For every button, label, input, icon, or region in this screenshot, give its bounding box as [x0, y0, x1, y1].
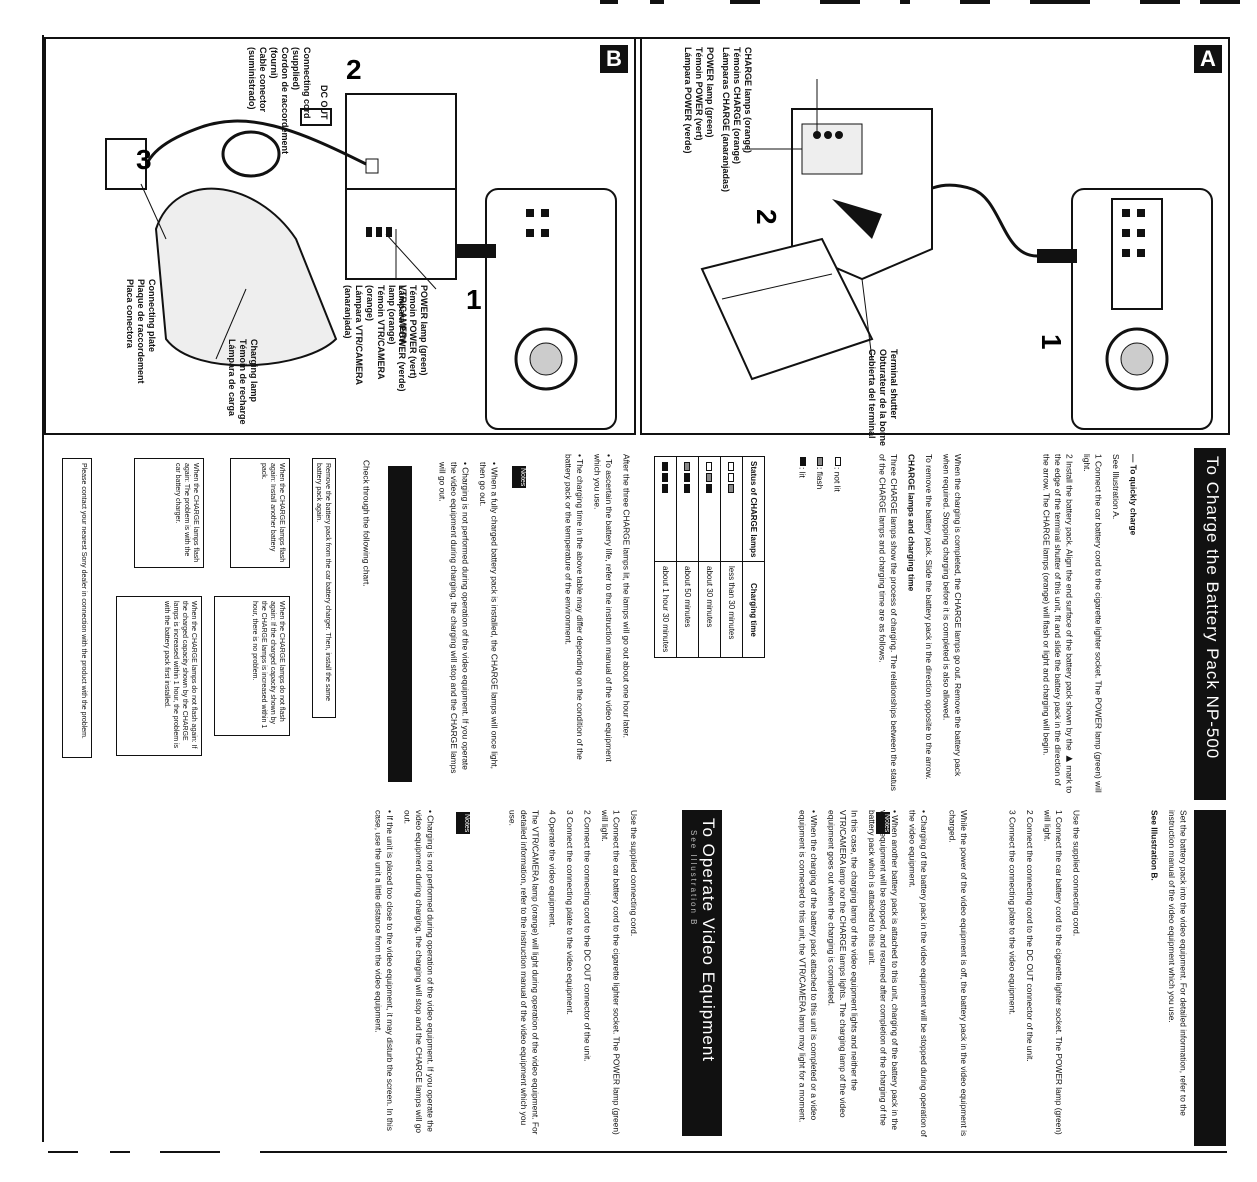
panel-b-label-power: POWER lamp (green)Témoin POWER (vert)Lám… — [397, 285, 429, 392]
charge-paragraphs: When the charging is completed, the CHAR… — [877, 454, 964, 791]
charge-notes: • When a fully charged battery pack is i… — [437, 462, 500, 774]
table-row: about 1 hour 30 minutes — [654, 455, 677, 658]
bottom-dash — [48, 1151, 78, 1153]
top-edge-marks — [560, 0, 1257, 6]
table-header-time: Charging time — [742, 561, 765, 658]
charge-step-2: 2 Install the battery pack. Align the en… — [1041, 454, 1075, 794]
table-row: less than 30 minutes — [720, 455, 743, 658]
notes-badge: Notes — [456, 812, 470, 834]
panel-b-label-dcout: DC OUT — [319, 85, 329, 120]
illustration-b-drawing: 2 1 3 — [105, 54, 617, 430]
panel-b-step-1: 1 — [466, 284, 482, 315]
flow-box-flash: When the CHARGE lamps flash again: Insta… — [230, 458, 290, 568]
panel-b-label-cord: Connecting cord(supplied)Cordon de racco… — [247, 47, 312, 155]
redacted-heading — [1194, 810, 1226, 1146]
table-legend: : not lit : flash : lit — [790, 456, 843, 776]
panel-a-labels-charge: CHARGE lamps (orange)Témoins CHARGE (ora… — [721, 47, 753, 193]
panel-a-step-1: 1 — [1036, 334, 1067, 350]
illustration-a-drawing: 2 1 — [700, 79, 1213, 430]
operate-para: The VTR/CAMERA lamp (orange) will light … — [507, 810, 541, 1135]
left-rule — [42, 35, 44, 1142]
redacted-heading — [388, 466, 412, 782]
panel-a-labels-left: POWER lamp (green)Témoin POWER (vert)Lám… — [683, 47, 715, 154]
panel-a-badge: A — [1194, 45, 1222, 73]
table-row: about 50 minutes — [676, 455, 699, 658]
install-para: While the power of the video equipment i… — [947, 810, 970, 1137]
install-notes: • Charging of the battery pack in the vi… — [797, 810, 930, 1137]
bottom-dash — [110, 1151, 130, 1153]
operate-steps: Use the supplied connecting cord. 1 Conn… — [547, 810, 640, 1135]
check-chart-text: Check through the following chart. — [361, 460, 372, 587]
operate-notes: • Charging is not performed during opera… — [373, 810, 436, 1134]
panel-b-step-2: 2 — [346, 54, 362, 85]
panel-b-step-3: 3 — [136, 144, 152, 175]
flow-box-top: Remove the battery pack from the car bat… — [312, 458, 336, 718]
charge-step-1: 1 Connect the car battery cord to the ci… — [1082, 454, 1104, 793]
illustration-b: B 2 1 3 Connecting cord(supplied)Cordon … — [44, 37, 636, 435]
install-intro: Set the battery pack into the video equi… — [1149, 810, 1189, 1116]
notes-badge: Notes — [512, 466, 526, 488]
charge-steps: — To quickly charge See Illustration A. … — [1041, 454, 1139, 794]
table-header-status: Status of CHARGE lamps — [742, 455, 765, 563]
operate-title: To Operate Video Equipment See Illustrat… — [682, 810, 722, 1136]
flow-box-battery: When the CHARGE lamps do not flash again… — [116, 596, 202, 756]
panel-b-badge: B — [600, 45, 628, 73]
charge-time-table: Status of CHARGE lamps Charging time les… — [654, 455, 765, 658]
bottom-dash — [160, 1151, 220, 1153]
charge-after-notes: After the three CHARGE lamps lit, the la… — [563, 454, 632, 762]
flow-box-charger: When the CHARGE lamps flash again: The p… — [134, 458, 204, 568]
panel-a-step-2: 2 — [751, 209, 782, 225]
bottom-rule — [260, 1151, 1227, 1153]
illustration-a: A 2 1 POWER lamp (green)Témoin POWER (ve… — [640, 37, 1230, 446]
flow-box-contact: Please contact your nearest Sony dealer … — [62, 458, 92, 758]
flow-box-noflash: When the CHARGE lamps do not flash again… — [214, 596, 290, 736]
notes-badge: Notes — [876, 812, 890, 834]
charge-title: To Charge the Battery Pack NP-500 — [1194, 448, 1226, 800]
table-row: about 30 minutes — [698, 455, 721, 658]
install-steps: Use the supplied connecting cord. 1 Conn… — [1007, 810, 1082, 1135]
quick-charge-heading: — To quickly charge — [1128, 454, 1139, 536]
